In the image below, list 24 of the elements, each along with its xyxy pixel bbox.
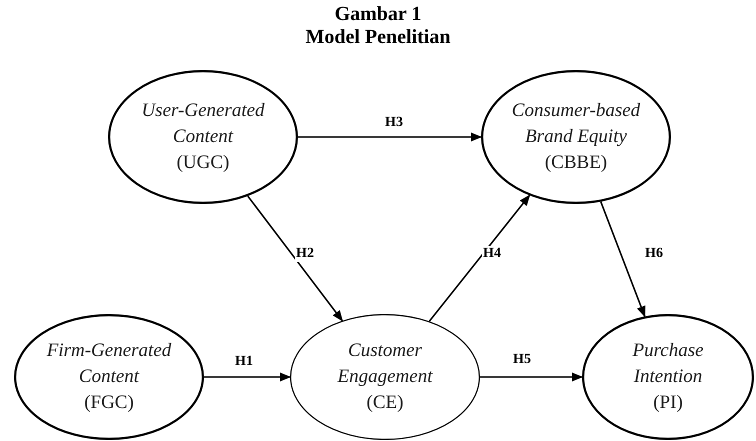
arrow bbox=[204, 372, 292, 382]
construct-ellipse bbox=[108, 70, 298, 204]
arrow bbox=[600, 201, 646, 318]
construct-abbreviation: (PI) bbox=[653, 391, 683, 415]
edge-label: H2 bbox=[295, 246, 315, 262]
construct-abbreviation: (UGC) bbox=[176, 151, 230, 175]
construct-name: Customer Engagement bbox=[336, 339, 434, 389]
construct-name: User-Generated Content bbox=[140, 99, 266, 149]
construct-ellipse bbox=[14, 314, 204, 440]
figure-title: Gambar 1 bbox=[334, 2, 422, 26]
construct-ellipse bbox=[582, 314, 754, 440]
arrow bbox=[480, 372, 584, 382]
arrow bbox=[298, 132, 482, 142]
construct-name: Purchase Intention bbox=[631, 339, 705, 389]
arrow bbox=[428, 194, 530, 322]
construct-abbreviation: (FGC) bbox=[84, 391, 134, 415]
figure-caption: Model Penelitian bbox=[306, 25, 450, 49]
construct-abbreviation: (CBBE) bbox=[544, 151, 608, 175]
construct-name: Consumer-based Brand Equity bbox=[510, 99, 642, 149]
arrow bbox=[247, 196, 343, 322]
construct-abbreviation: (CE) bbox=[366, 391, 404, 415]
construct-name: Firm-Generated Content bbox=[46, 339, 172, 389]
construct-ellipse bbox=[481, 70, 671, 204]
construct-ellipse bbox=[290, 314, 480, 440]
